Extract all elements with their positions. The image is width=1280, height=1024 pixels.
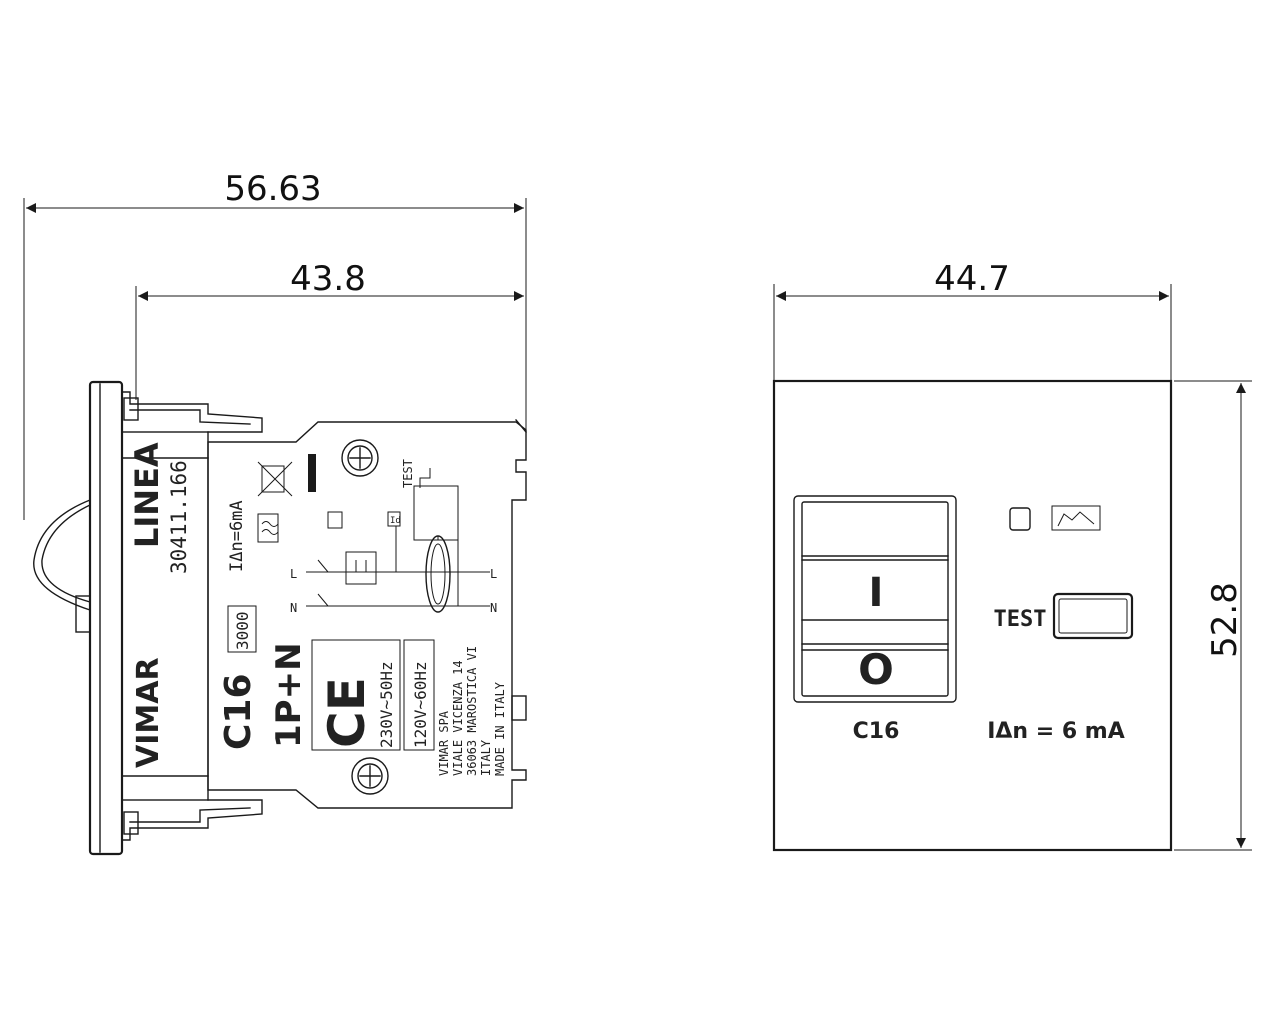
voltage-label-2: 120V~60Hz <box>411 661 430 748</box>
toggle-switch: I O <box>793 495 957 703</box>
schematic-test-label: TEST <box>401 459 415 488</box>
maker-line-4: ITALY <box>479 739 493 776</box>
maker-line-5: MADE IN ITALY <box>493 681 507 776</box>
series-label: LINEA <box>128 442 166 548</box>
screw-icon <box>351 757 389 795</box>
side-view: LINEA 30411.166 VIMAR IΔn=6mA 3000 C16 1… <box>33 380 527 856</box>
lever-handle <box>75 595 91 633</box>
front-plate <box>88 380 124 856</box>
dimension-front-width: 44.7 <box>773 259 1172 380</box>
leakage-current-label: IΔn=6mA <box>227 500 247 572</box>
article-code: 30411.166 <box>167 460 191 574</box>
on-symbol: I <box>869 570 884 616</box>
maker-line-2: VIALE VICENZA 14 <box>451 660 465 776</box>
dimension-body-depth: 43.8 <box>135 259 524 400</box>
maker-line-3: 36063 MAROSTICA VI <box>465 646 479 776</box>
handbook-icon <box>1051 505 1101 531</box>
maker-line-1: VIMAR SPA <box>437 710 451 776</box>
off-symbol: O <box>858 645 894 694</box>
schematic-neutral-out: N <box>490 601 497 615</box>
trip-indicator-icon <box>1009 507 1031 531</box>
poles-label: 1P+N <box>269 642 309 748</box>
front-rating-label: C16 <box>853 719 900 744</box>
test-label: TEST <box>994 607 1047 632</box>
screw-icon <box>341 439 379 477</box>
schematic-line-in: L <box>290 567 297 581</box>
breaker-body <box>207 421 527 809</box>
schematic-neutral-in: N <box>290 601 297 615</box>
dimension-label-total-depth: 56.63 <box>224 169 321 209</box>
breaking-capacity-label: 3000 <box>233 611 252 650</box>
voltage-label-1: 230V~50Hz <box>377 661 396 748</box>
brand-label: VIMAR <box>131 657 166 768</box>
schematic-id-label: Id <box>390 516 401 526</box>
dimension-label-front-height: 52.8 <box>1205 582 1245 658</box>
dimension-front-height: 52.8 <box>1174 380 1252 851</box>
crossed-bin-icon <box>257 461 293 497</box>
front-leakage-label: IΔn = 6 mA <box>987 719 1125 744</box>
ce-mark: CE <box>318 677 376 748</box>
schematic-line-out: L <box>490 567 497 581</box>
dimension-label-front-width: 44.7 <box>934 259 1010 299</box>
test-button[interactable] <box>1052 592 1134 640</box>
dimension-label-body-depth: 43.8 <box>290 259 366 299</box>
front-cover <box>772 379 1173 852</box>
front-view: I O TEST C16 IΔn = 6 mA <box>772 379 1173 852</box>
dimension-total-depth: 56.63 <box>23 169 527 520</box>
ac-wave-icon <box>257 513 279 543</box>
rating-label: C16 <box>218 673 259 750</box>
circuit-schematic: TEST Id L N L N <box>290 459 497 615</box>
